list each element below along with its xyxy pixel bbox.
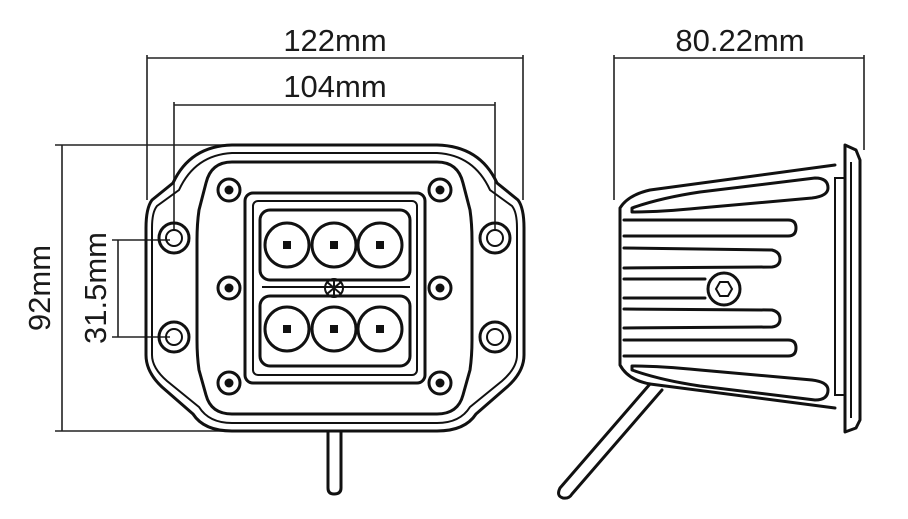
screw-bottom-left xyxy=(216,370,242,396)
screw-mid-right xyxy=(427,275,453,301)
dim-label-bolt-width: 104mm xyxy=(283,69,386,104)
front-housing xyxy=(195,160,474,416)
led-top-3 xyxy=(356,221,404,269)
front-inner-contour xyxy=(151,152,518,424)
screw-mid-left xyxy=(216,275,242,301)
side-view xyxy=(557,143,862,500)
dim-overall-width: 122mm xyxy=(146,23,524,200)
side-flange-step xyxy=(834,177,845,396)
dim-label-depth: 80.22mm xyxy=(675,23,804,58)
mount-hole-top-right xyxy=(478,221,512,255)
dim-label-overall-width: 122mm xyxy=(283,23,386,58)
dim-bolt-width: 104mm xyxy=(173,69,496,230)
side-power-cable xyxy=(557,382,664,500)
screw-top-left xyxy=(216,177,242,203)
side-fin-1 xyxy=(630,176,830,214)
mount-hole-bottom-right xyxy=(478,320,512,354)
dim-height: 92mm xyxy=(22,144,230,432)
front-view xyxy=(144,143,526,496)
lens-inner-frame xyxy=(252,200,418,376)
dim-depth: 80.22mm xyxy=(613,23,865,200)
led-top-1 xyxy=(263,221,311,269)
screw-top-right xyxy=(427,177,453,203)
front-flange-outline xyxy=(144,143,526,433)
side-flange xyxy=(843,143,862,434)
dim-label-bolt-height: 31.5mm xyxy=(78,232,113,344)
side-fin-3 xyxy=(622,246,782,270)
mount-hole-top-left xyxy=(157,221,191,255)
side-fin-4 xyxy=(622,277,707,300)
mount-hole-bottom-left xyxy=(157,320,191,354)
side-housing xyxy=(618,163,837,410)
side-fin-6 xyxy=(622,338,798,358)
side-fin-5 xyxy=(622,307,782,330)
front-power-cable xyxy=(326,429,343,496)
side-fin-7 xyxy=(630,364,830,402)
side-fin-2 xyxy=(622,218,798,238)
dim-bolt-height: 31.5mm xyxy=(78,232,170,344)
screw-bottom-right xyxy=(427,370,453,396)
center-emblem xyxy=(262,278,410,298)
led-bottom-3 xyxy=(356,305,404,353)
led-bottom-1 xyxy=(263,305,311,353)
led-bottom-2 xyxy=(310,305,358,353)
dim-label-height: 92mm xyxy=(22,245,57,331)
side-mount-bolt xyxy=(706,271,742,307)
lens-frame xyxy=(243,191,427,385)
led-top-2 xyxy=(310,221,358,269)
